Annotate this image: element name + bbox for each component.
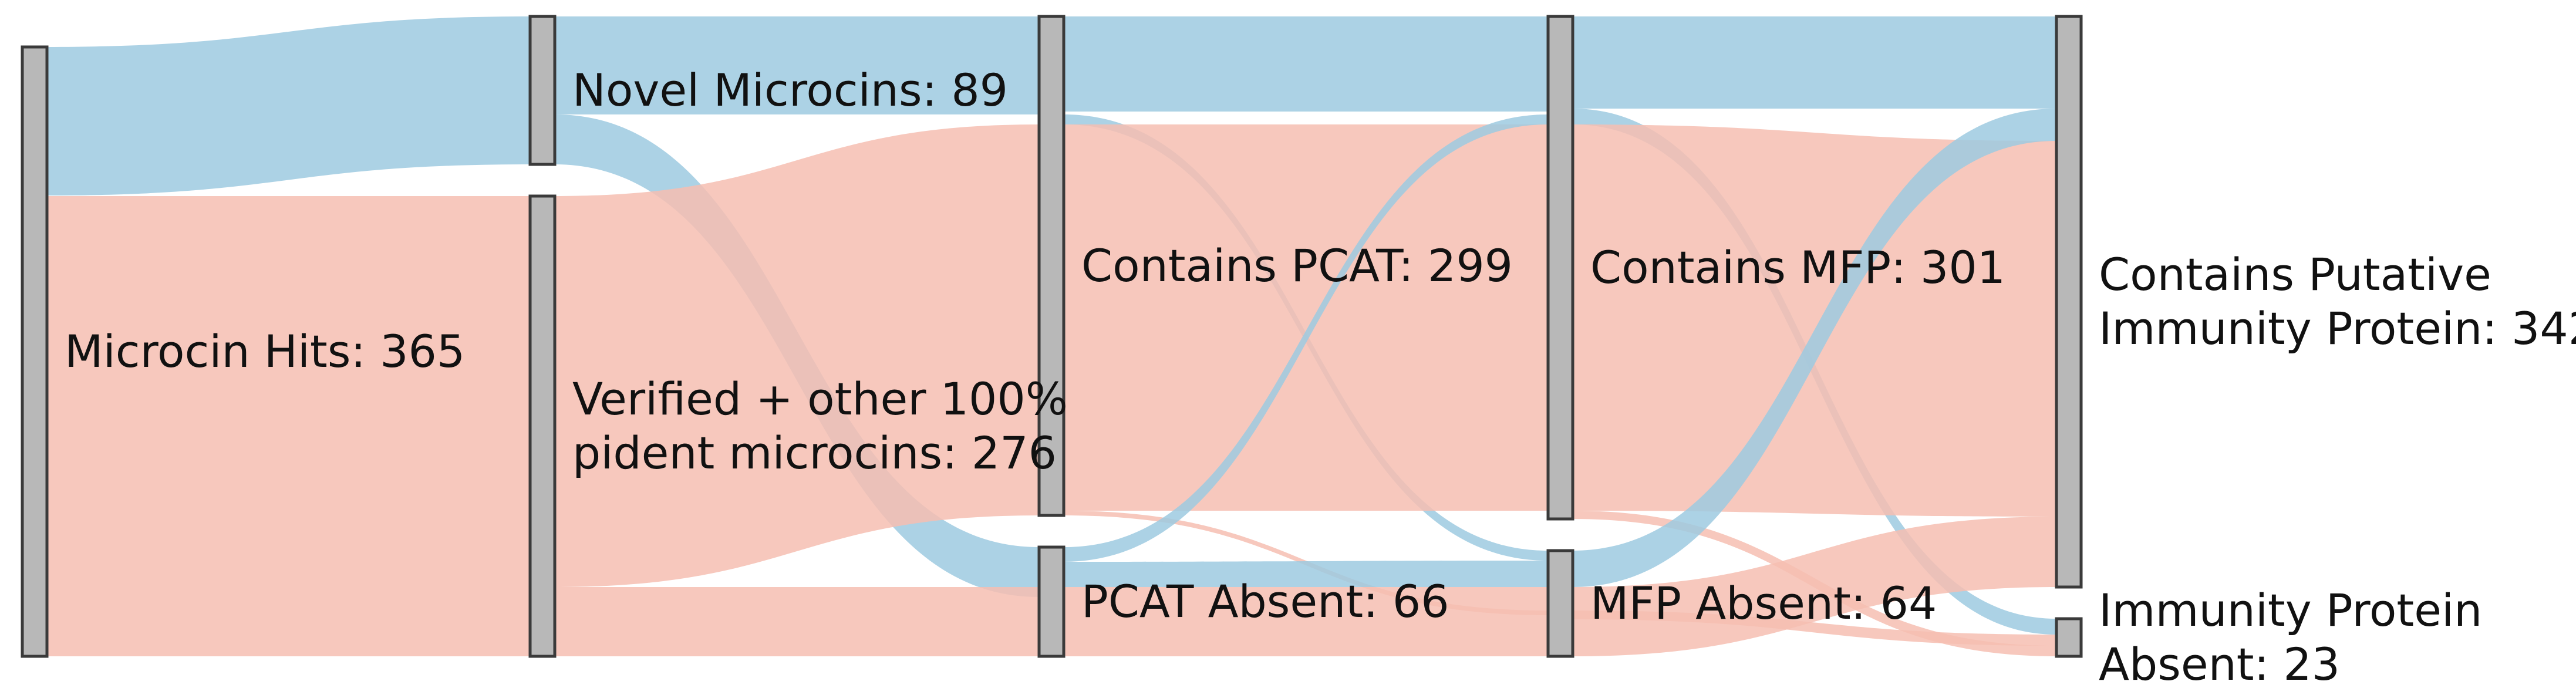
node-label-line: Contains Putative: [2099, 248, 2491, 301]
node-pcat-absent: [1037, 545, 1066, 658]
flow-band: [47, 196, 530, 656]
node-label-pcat-absent: PCAT Absent: 66: [1081, 575, 1449, 628]
node-label-hits: Microcin Hits: 365: [65, 325, 465, 377]
node-label-line: Immunity Protein: 342: [2099, 302, 2576, 355]
node-layer: [21, 15, 2083, 658]
node-label-line: Absent: 23: [2099, 638, 2340, 688]
flow-band: [555, 16, 1039, 114]
flow-band: [1064, 16, 1548, 112]
flow-band: [1573, 124, 2056, 517]
node-label-mfp: Contains MFP: 301: [1590, 241, 2005, 294]
node-label-line: Microcin Hits: 365: [65, 325, 465, 377]
node-label-novel: Novel Microcins: 89: [572, 64, 1008, 116]
node-imm-absent: [2055, 617, 2083, 658]
label-layer: Microcin Hits: 365 Novel Microcins: 89 Ver…: [65, 64, 2576, 688]
node-label-line: Immunity Protein: [2099, 584, 2482, 636]
node-verified: [528, 194, 557, 658]
flow-band: [555, 124, 1039, 587]
flow-band: [1573, 109, 2056, 587]
node-label-line: PCAT Absent: 66: [1081, 575, 1449, 628]
flow-band: [555, 587, 1039, 656]
flow-band: [1064, 124, 1548, 511]
node-mfp-absent: [1546, 549, 1574, 658]
node-mfp: [1546, 15, 1574, 521]
node-label-line: pident microcins: 276: [572, 427, 1057, 479]
flow-band: [1064, 561, 1548, 587]
node-label-line: Novel Microcins: 89: [572, 64, 1008, 116]
node-label-pcat: Contains PCAT: 299: [1081, 240, 1513, 292]
node-label-line: Verified + other 100%: [572, 373, 1068, 425]
node-label-mfp-absent: MFP Absent: 64: [1590, 577, 1937, 629]
flow-layer: [47, 16, 2056, 656]
node-label-line: Contains PCAT: 299: [1081, 240, 1513, 292]
node-label-verified: Verified + other 100%pident microcins: 2…: [572, 373, 1068, 479]
node-hits: [21, 45, 49, 658]
node-label-line: MFP Absent: 64: [1590, 577, 1937, 629]
node-imm: [2055, 15, 2083, 589]
flow-band: [1064, 114, 1548, 562]
flow-band: [1573, 16, 2056, 109]
flow-band: [47, 16, 530, 195]
node-pcat: [1037, 15, 1066, 517]
flow-band: [1064, 587, 1548, 656]
node-novel: [528, 15, 557, 166]
node-label-line: Contains MFP: 301: [1590, 241, 2005, 294]
flow-band: [1573, 611, 2056, 646]
